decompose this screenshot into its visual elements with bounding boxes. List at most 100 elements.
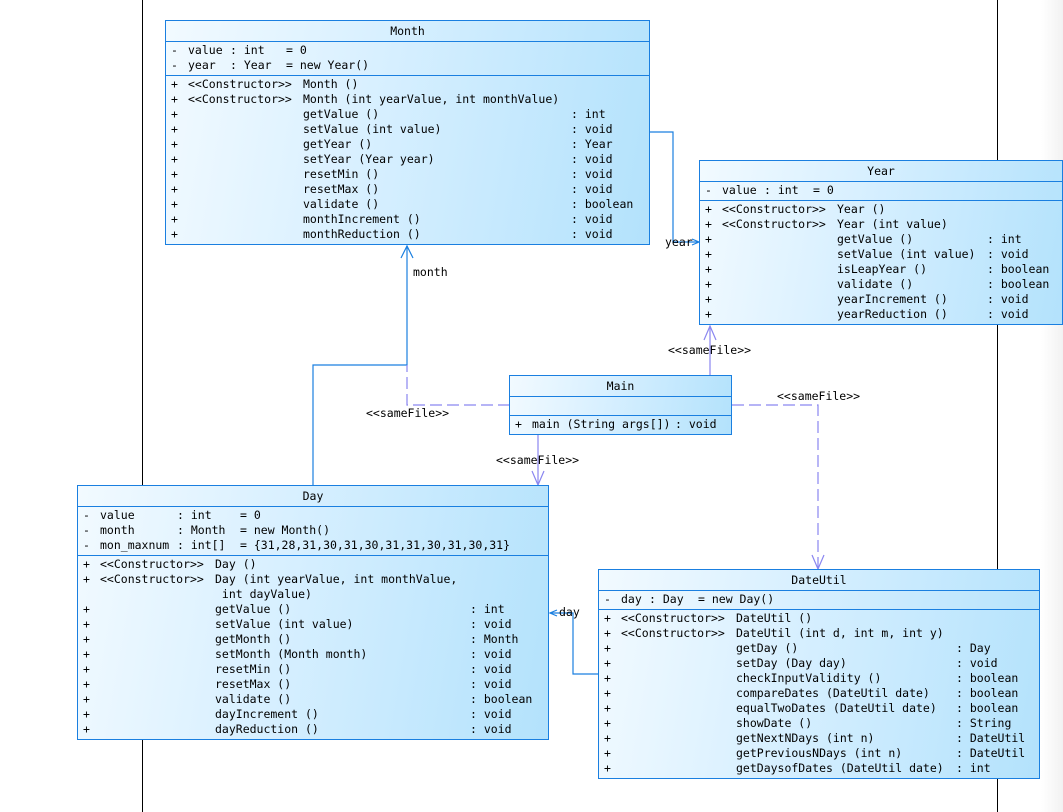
return-type: : void [470,677,512,691]
operation-row: +yearIncrement (): void [700,292,1062,307]
return-type: : int [987,232,1022,246]
operations-compartment: +main (String args[]): void [510,416,731,434]
return-type: : void [470,707,512,721]
visibility-marker: + [604,626,611,640]
visibility-marker: + [83,647,90,661]
visibility-marker: + [705,232,712,246]
visibility-marker: + [83,722,90,736]
visibility-marker: + [171,182,178,196]
class-name: Month [166,21,649,42]
attribute-row: -month: Month= new Month() [78,523,548,538]
class-main[interactable]: Main +main (String args[]): void [509,375,732,435]
stereotype: <<Constructor>> [722,217,826,231]
operation-signature: getNextNDays (int n) [736,731,875,745]
operations-compartment: +<<Constructor>>Month ()+<<Constructor>>… [166,76,649,244]
attribute-name: value [722,183,757,197]
attributes-compartment: -value: int= 0-year: Year= new Year() [166,42,649,76]
operation-signature: setDay (Day day) [736,656,847,670]
arrowhead-dep-year [703,324,717,341]
operation-row: +setYear (Year year): void [166,152,649,167]
attributes-compartment: -day: Day= new Day() [599,591,1039,610]
visibility-marker: + [604,611,611,625]
operation-signature: getDay () [736,641,799,655]
operation-signature: monthIncrement () [303,212,421,226]
visibility-marker: + [604,641,611,655]
association-month-year[interactable] [650,131,698,243]
operation-row: +resetMin (): void [78,662,548,677]
operations-compartment: +<<Constructor>>DateUtil ()+<<Constructo… [599,610,1039,778]
visibility-marker: + [83,677,90,691]
operation-row: +showDate (): String [599,716,1039,731]
return-type: : void [470,617,512,631]
operation-signature: setMonth (Month month) [215,647,368,661]
operation-row: +validate (): boolean [166,197,649,212]
class-year[interactable]: Year-value: int= 0+<<Constructor>>Year (… [699,160,1063,325]
return-type: : void [987,247,1029,261]
attributes-compartment [510,397,731,416]
return-type: : void [470,722,512,736]
operation-signature: setValue (int value) [303,122,442,136]
operation-row: int dayValue) [78,587,548,602]
operation-signature: Year (int value) [837,217,948,231]
attribute-row: -year: Year= new Year() [166,58,649,73]
attributes-compartment: -value: int= 0-month: Month= new Month()… [78,507,548,556]
visibility-marker: - [83,523,90,537]
operation-row: +<<Constructor>>DateUtil () [599,611,1039,626]
visibility-marker: + [83,557,90,571]
visibility-marker: + [171,227,178,241]
attribute-initial-value: = new Day() [698,592,775,606]
visibility-marker: + [171,212,178,226]
dependency-main-month[interactable] [406,365,510,406]
return-type: : boolean [571,197,634,211]
stereo-label-main-year: <<sameFile>> [668,343,752,357]
attribute-initial-value: = new Year() [286,58,370,72]
return-type: : void [987,292,1029,306]
operation-signature: monthReduction () [303,227,421,241]
visibility-marker: + [604,761,611,775]
operation-signature: yearIncrement () [837,292,948,306]
visibility-marker: + [83,632,90,646]
visibility-marker: - [83,538,90,552]
operation-signature: getPreviousNDays (int n) [736,746,903,760]
class-name: Main [510,376,731,397]
attribute-initial-value: = new Month() [240,523,331,537]
association-day-month[interactable] [312,246,408,486]
operation-signature: isLeapYear () [837,262,928,276]
visibility-marker: + [171,122,178,136]
operation-signature: dayReduction () [215,722,319,736]
operation-row: +equalTwoDates (DateUtil date): boolean [599,701,1039,716]
return-type: : boolean [470,692,533,706]
operation-signature: checkInputValidity () [736,671,882,685]
return-type: : Month [470,632,519,646]
operation-row: +<<Constructor>>Month () [166,77,649,92]
stereotype: <<Constructor>> [188,92,292,106]
operations-compartment: +<<Constructor>>Year ()+<<Constructor>>Y… [700,201,1062,324]
association-dateutil-day[interactable] [550,612,599,675]
attribute-type: : int [177,508,212,522]
visibility-marker: + [171,92,178,106]
dependency-main-dateutil[interactable] [732,404,819,569]
operation-signature: int dayValue) [215,587,312,601]
operation-signature: getValue () [215,602,292,616]
visibility-marker: + [705,277,712,291]
operation-row: + dayReduction () : void [78,722,548,737]
return-type: : int [956,761,991,775]
operation-signature: resetMax () [303,182,380,196]
class-dateutil[interactable]: DateUtil-day: Day= new Day()+<<Construct… [598,569,1040,779]
operation-row: +compareDates (DateUtil date): boolean [599,686,1039,701]
return-type: : boolean [956,686,1019,700]
operation-row: +getYear (): Year [166,137,649,152]
operation-signature: getMonth () [215,632,292,646]
attribute-type: : Year [230,58,272,72]
visibility-marker: + [171,137,178,151]
operation-row: +checkInputValidity (): boolean [599,671,1039,686]
visibility-marker: + [604,716,611,730]
return-type: : int [571,107,606,121]
visibility-marker: + [83,662,90,676]
class-day[interactable]: Day-value: int= 0-month: Month= new Mont… [77,485,549,740]
stereotype: <<Constructor>> [100,572,204,586]
class-month[interactable]: Month-value: int= 0-year: Year= new Year… [165,20,650,245]
operation-row: +getValue (): int [78,602,548,617]
visibility-marker: + [705,262,712,276]
operation-signature: yearReduction () [837,307,948,321]
